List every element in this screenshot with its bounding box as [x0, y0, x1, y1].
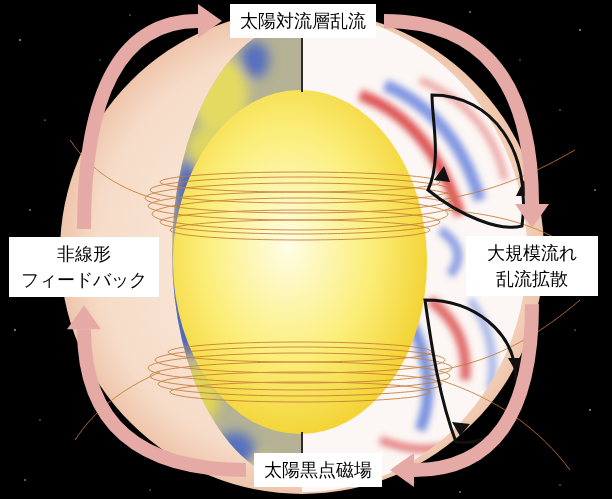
- arrow-shaft: [384, 21, 532, 204]
- cycle-arrow: [67, 305, 246, 470]
- label-box: 非線形 フィードバック: [9, 237, 159, 297]
- stars: [14, 11, 596, 492]
- arrow-head: [390, 453, 414, 487]
- field-lines: [70, 140, 590, 470]
- label-text: 太陽対流層乱流: [240, 8, 366, 34]
- cycle-arrow: [384, 21, 549, 228]
- cycle-arrow: [84, 4, 222, 229]
- label-text: 大規模流れ 乱流拡散: [476, 240, 588, 292]
- arrow-shaft: [414, 304, 532, 470]
- cycle-arrow: [390, 304, 532, 487]
- label-box: 太陽対流層乱流: [230, 4, 376, 38]
- arrow-head: [515, 204, 549, 228]
- arrow-head: [198, 4, 222, 38]
- label-box: 太陽黒点磁場: [254, 453, 382, 487]
- arrow-head: [67, 305, 101, 329]
- label-text: 非線形 フィードバック: [19, 241, 149, 293]
- label-text: 太陽黒点磁場: [264, 457, 372, 483]
- arrow-shaft: [84, 329, 246, 470]
- divider-line: [301, 432, 303, 454]
- divider-line: [301, 34, 303, 92]
- label-box: 大規模流れ 乱流拡散: [466, 236, 598, 296]
- arrow-shaft: [84, 21, 198, 229]
